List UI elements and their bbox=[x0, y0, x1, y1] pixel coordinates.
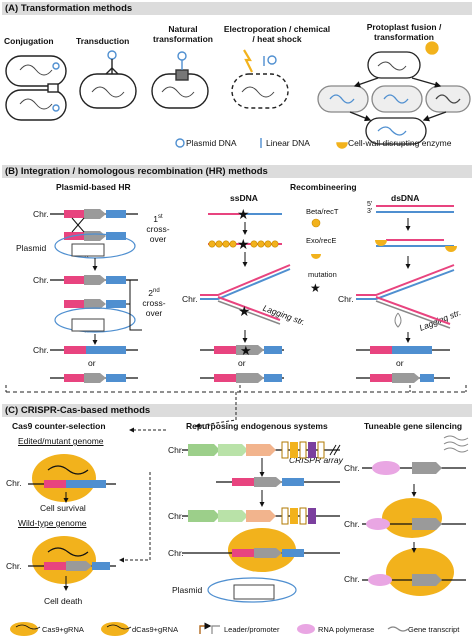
enzyme-icon bbox=[336, 142, 348, 149]
exo-icon bbox=[311, 254, 321, 259]
counter-selection-graphic bbox=[28, 454, 116, 591]
protoplast-cells bbox=[317, 41, 471, 145]
legend-cell-wall-enzyme: Cell-wall disrupting enzyme bbox=[348, 138, 452, 148]
five-prime-label: 5' bbox=[367, 201, 373, 208]
plasmid-dna-icon bbox=[175, 138, 185, 148]
section-a-header: (A) Transformation methods bbox=[2, 2, 472, 15]
chr-label-c1: Chr. bbox=[6, 478, 22, 488]
method-conjugation: Conjugation bbox=[4, 36, 54, 46]
electroporation-cell bbox=[231, 49, 289, 109]
or-label-3: or bbox=[396, 358, 404, 368]
svg-text:★: ★ bbox=[237, 206, 250, 222]
legend-linear-dna: Linear DNA bbox=[266, 138, 310, 148]
legend-plasmid-dna: Plasmid DNA bbox=[186, 138, 237, 148]
svg-text:★: ★ bbox=[240, 343, 252, 358]
chr-label-e1: Chr. bbox=[168, 445, 184, 455]
natural-transformation-cell bbox=[151, 51, 209, 109]
chr-label-1: Chr. bbox=[33, 209, 49, 219]
bottom-legend-icons bbox=[10, 622, 409, 636]
cross-over-word-2: cross-over bbox=[142, 297, 166, 318]
chr-label-ss: Chr. bbox=[182, 294, 198, 304]
chr-label-c2: Chr. bbox=[6, 561, 22, 571]
conjugation-cells bbox=[5, 55, 67, 121]
exo-label: Exo/recE bbox=[306, 236, 337, 245]
wild-genome-label: Wild-type genome bbox=[18, 518, 87, 528]
transduction-cell bbox=[79, 50, 137, 109]
beta-label: Beta/recT bbox=[306, 207, 339, 216]
flow-arrow-c bbox=[195, 392, 237, 428]
dcas9-grna-icon bbox=[101, 622, 129, 636]
rna-polymerase-icon bbox=[297, 624, 315, 634]
three-prime-label: 3' bbox=[367, 208, 373, 215]
chr-label-ds: Chr. bbox=[338, 294, 354, 304]
method-protoplast: Protoplast fusion / transformation bbox=[366, 22, 442, 42]
dsdna-graphic bbox=[356, 205, 457, 383]
cross-over-word-1: cross-over bbox=[146, 223, 170, 244]
legend-dcas9-grna: dCas9+gRNA bbox=[132, 625, 179, 634]
section-c-header: (C) CRISPR-Cas-based methods bbox=[2, 404, 472, 417]
gene-transcript-icon bbox=[387, 626, 409, 632]
promoter-icon bbox=[199, 622, 212, 634]
mutation-label: mutation bbox=[308, 270, 337, 279]
or-label-2: or bbox=[238, 358, 246, 368]
ssdna-title: ssDNA bbox=[230, 193, 258, 203]
legend-a-icons bbox=[175, 138, 348, 149]
chr-label-e3: Chr. bbox=[168, 548, 184, 558]
chr-label-2: Chr. bbox=[33, 275, 49, 285]
ssdna-graphic: ★ ★ ★ ★ bbox=[200, 206, 291, 383]
legend-gene-transcript: Gene transcript bbox=[408, 625, 460, 634]
endogenous-title: Repurposing endogenous systems bbox=[186, 421, 328, 431]
method-natural-transformation: Natural transformation bbox=[153, 24, 213, 44]
legend-rna-polymerase: RNA polymerase bbox=[318, 625, 375, 634]
cell-death-label: Cell death bbox=[44, 596, 83, 606]
mutation-star-icon: ★ bbox=[310, 281, 321, 295]
recombineering-legend-icons: ★ bbox=[310, 218, 321, 295]
dsdna-title: dsDNA bbox=[391, 193, 420, 203]
endogenous-graphic bbox=[182, 441, 341, 603]
chr-label-s1: Chr. bbox=[344, 463, 360, 473]
beta-icon bbox=[311, 218, 321, 228]
plasmid-label: Plasmid bbox=[16, 243, 47, 253]
or-label-1: or bbox=[88, 358, 96, 368]
cell-survival-label: Cell survival bbox=[40, 503, 86, 513]
chr-label-e2: Chr. bbox=[168, 511, 184, 521]
svg-text:★: ★ bbox=[237, 236, 250, 252]
ab-sub-1: R bbox=[84, 253, 89, 260]
leader-icon bbox=[211, 625, 220, 634]
section-b-header: (B) Integration / homologous recombinati… bbox=[2, 165, 472, 178]
legend-cas9-grna: Cas9+gRNA bbox=[42, 625, 84, 634]
plasmid-hr-graphic bbox=[50, 209, 142, 383]
silencing-graphic bbox=[362, 435, 469, 596]
chr-label-s3: Chr. bbox=[344, 574, 360, 584]
svg-text:★: ★ bbox=[238, 303, 251, 319]
crispr-array-label: CRISPR array bbox=[289, 455, 343, 465]
legend-leader-promoter: Leader/promoter bbox=[224, 625, 280, 634]
chr-label-s2: Chr. bbox=[344, 519, 360, 529]
plasmid-label-c: Plasmid bbox=[172, 585, 203, 595]
counter-selection-title: Cas9 counter-selection bbox=[12, 421, 106, 431]
method-transduction: Transduction bbox=[76, 36, 130, 46]
plasmid-hr-title: Plasmid-based HR bbox=[56, 182, 131, 192]
recombineering-title: Recombineering bbox=[290, 182, 357, 192]
chr-label-3: Chr. bbox=[33, 345, 49, 355]
silencing-title: Tuneable gene silencing bbox=[364, 421, 463, 431]
method-electroporation: Electroporation / chemical / heat shock bbox=[223, 24, 331, 44]
edited-genome-label: Edited/mutant genome bbox=[18, 436, 104, 446]
cas9-grna-icon bbox=[10, 622, 38, 636]
